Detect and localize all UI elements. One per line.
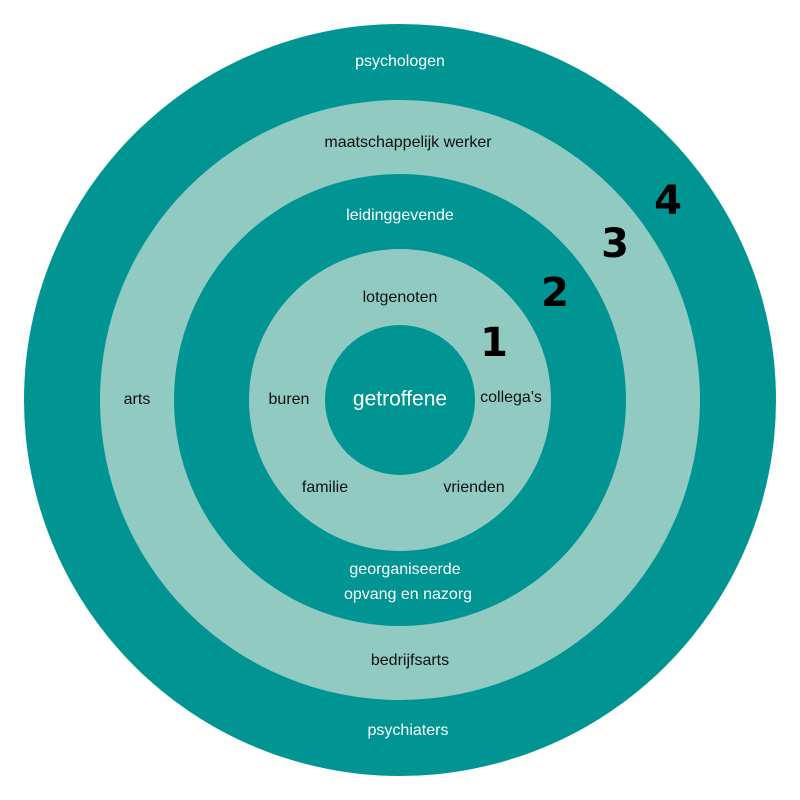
ring1-label-bottom-left: familie bbox=[302, 479, 348, 496]
ring1-label-left: buren bbox=[269, 391, 310, 408]
ring1-label-top: lotgenoten bbox=[363, 289, 438, 306]
ring2-label-bottom-line2: opvang en nazorg bbox=[344, 586, 472, 603]
ring2-number: 2 bbox=[541, 270, 569, 316]
ring4-label-bottom: psychiaters bbox=[368, 722, 449, 739]
ring4-number: 4 bbox=[654, 178, 682, 224]
ring2-label-top: leidinggevende bbox=[346, 207, 454, 224]
ring3-label-bottom: bedrijfsarts bbox=[371, 652, 449, 669]
ring4-label-top: psychologen bbox=[355, 53, 445, 70]
ring2-label-bottom-line1: georganiseerde bbox=[349, 561, 460, 578]
ring3-number: 3 bbox=[601, 221, 629, 267]
ring1-number: 1 bbox=[480, 320, 508, 366]
ring1-label-right: collega's bbox=[480, 389, 542, 406]
center-label: getroffene bbox=[353, 388, 447, 411]
ring1-label-bottom-right: vrienden bbox=[443, 479, 504, 496]
ring3-label-left: arts bbox=[124, 391, 151, 408]
center-circle bbox=[325, 325, 475, 475]
ring3-label-top: maatschappelijk werker bbox=[324, 134, 492, 151]
